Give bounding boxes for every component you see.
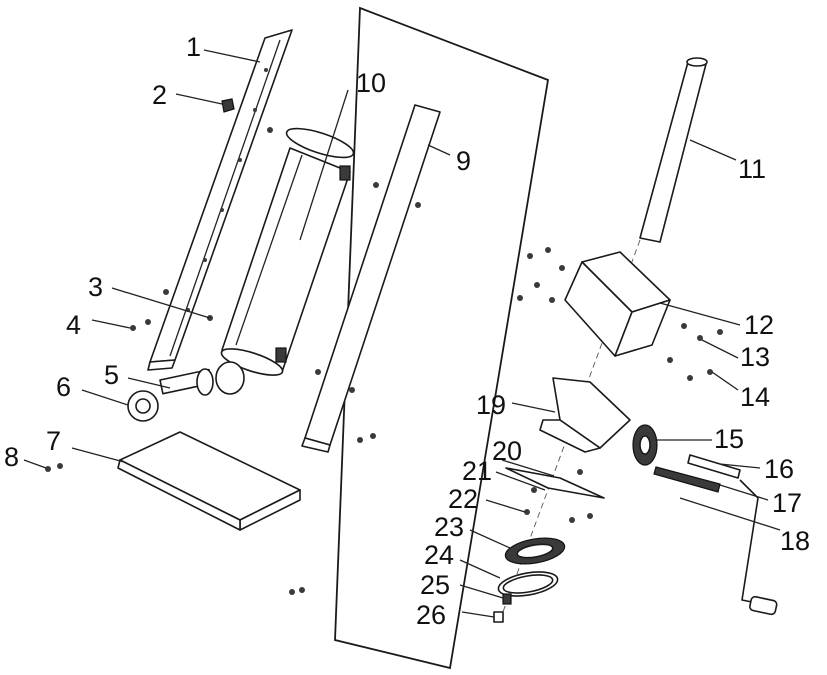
callout-16: 16 [764,454,794,484]
part-7-base-plate [117,431,301,531]
callout-3: 3 [88,272,103,302]
callout-14: 14 [740,382,770,412]
callout-23: 23 [434,512,464,542]
callout-21: 21 [462,456,492,486]
part-11-rod [639,57,708,243]
part-5-shaft [159,361,245,396]
callout-18: 18 [780,526,810,556]
part-16-18-crank [653,454,778,616]
callout-15: 15 [714,424,744,454]
part-2-nut [221,98,235,113]
callout-1: 1 [186,32,201,62]
part-23-wheel [504,537,566,565]
callout-8: 8 [4,442,19,472]
callout-13: 13 [740,342,770,372]
callout-25: 25 [420,570,450,600]
part-19-bracket [539,377,631,453]
left-rail-bolts [130,127,376,443]
callout-26: 26 [416,600,446,630]
callout-20: 20 [492,436,522,466]
part-1-left-rail [147,29,293,371]
leader-lines [23,49,781,618]
gear-box-bolts [517,247,723,381]
callout-12: 12 [744,310,774,340]
callout-labels: 1 2 3 4 5 6 7 8 9 10 11 12 13 14 15 16 1… [4,32,810,630]
part-24-ring [497,571,559,597]
assembly-frame [334,6,550,670]
callout-19: 19 [476,390,506,420]
callout-11: 11 [738,154,766,184]
part-20-21-plates [505,467,605,499]
callout-4: 4 [66,310,81,340]
part-8-screws [45,463,305,595]
callout-9: 9 [456,146,471,176]
part-15-gear [632,424,658,466]
callout-7: 7 [46,426,61,456]
part-9-right-rail [301,104,441,453]
part-6-flange [127,390,159,422]
callout-17: 17 [772,488,802,518]
callout-2: 2 [152,80,167,110]
part-12-gear-box [564,251,671,357]
callout-6: 6 [56,372,71,402]
callout-22: 22 [448,484,478,514]
part-22-bolts [524,509,593,523]
callout-24: 24 [424,540,454,570]
part-10-cylinder [220,127,355,376]
callout-10: 10 [356,68,386,98]
callout-5: 5 [104,360,119,390]
